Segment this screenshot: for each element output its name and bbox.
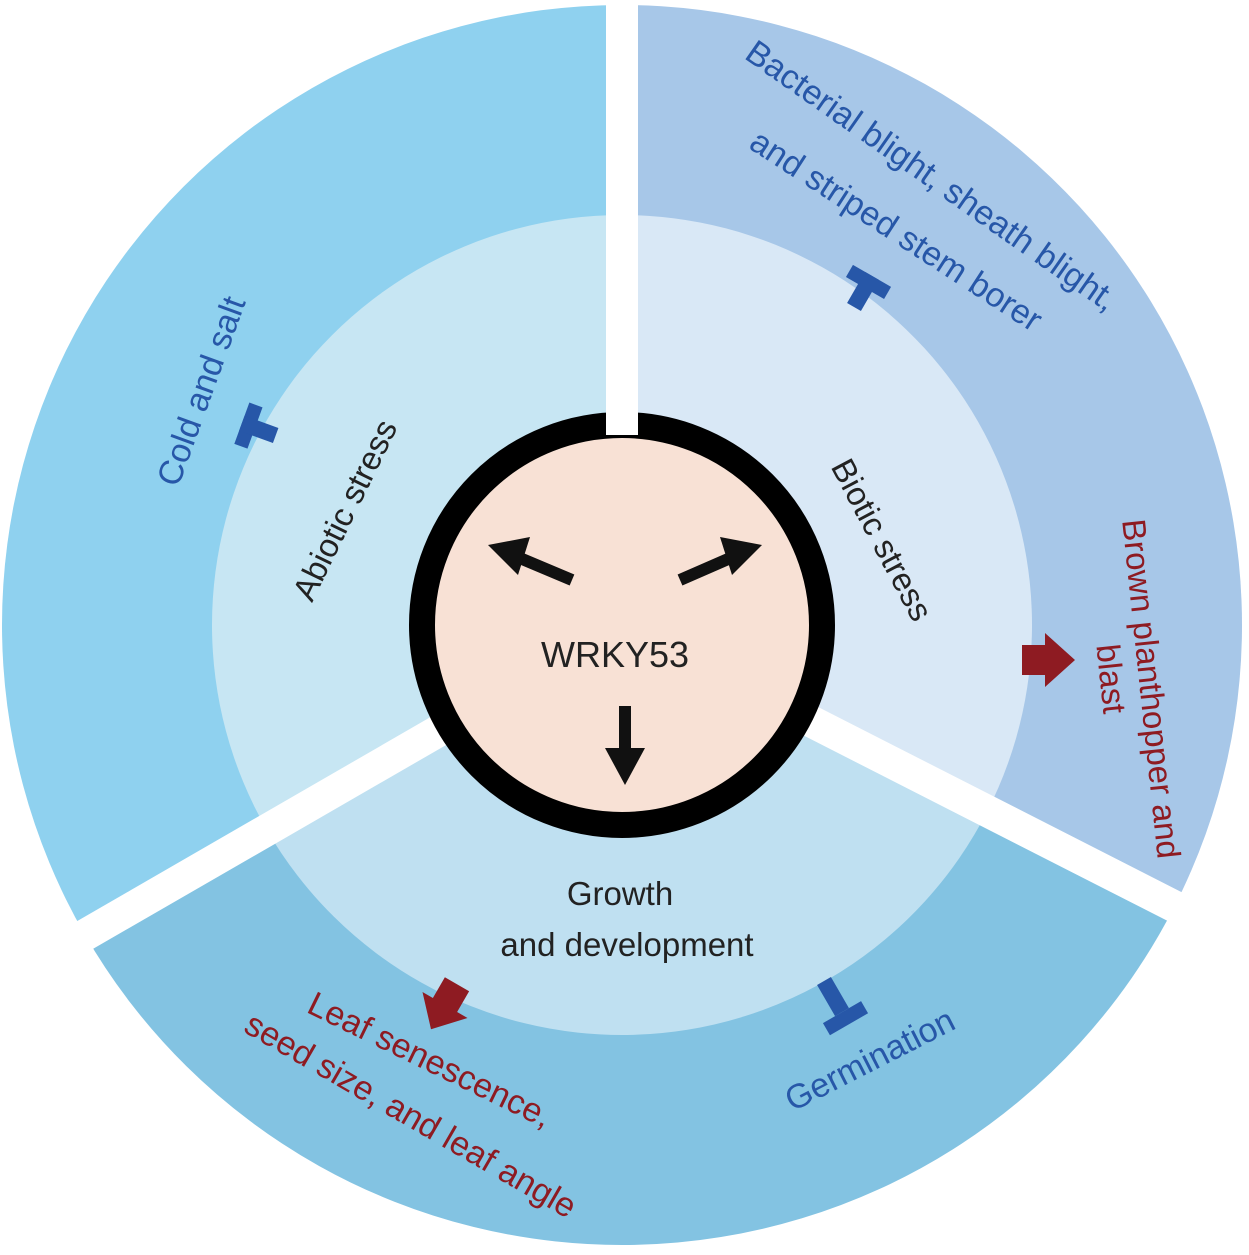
inhibit-germination-icon: [817, 976, 869, 1036]
ring-gap-top: [606, 405, 638, 435]
arrow-to-biotic-icon: [677, 537, 762, 586]
development-title: and development: [500, 926, 753, 963]
blast-label: blast: [1089, 642, 1133, 715]
arrow-to-growth-icon: [605, 706, 645, 785]
inhibit-bacterial-blight-icon: [845, 264, 892, 312]
inhibit-cold-salt-icon: [234, 402, 279, 449]
center-circle: [422, 425, 822, 825]
promote-leaf-senescence-icon: [422, 977, 470, 1030]
growth-title: Growth: [567, 875, 673, 912]
center-label: WRKY53: [541, 634, 689, 675]
promote-brown-planthopper-icon: [1022, 633, 1075, 687]
arrow-to-abiotic-icon: [488, 537, 575, 586]
